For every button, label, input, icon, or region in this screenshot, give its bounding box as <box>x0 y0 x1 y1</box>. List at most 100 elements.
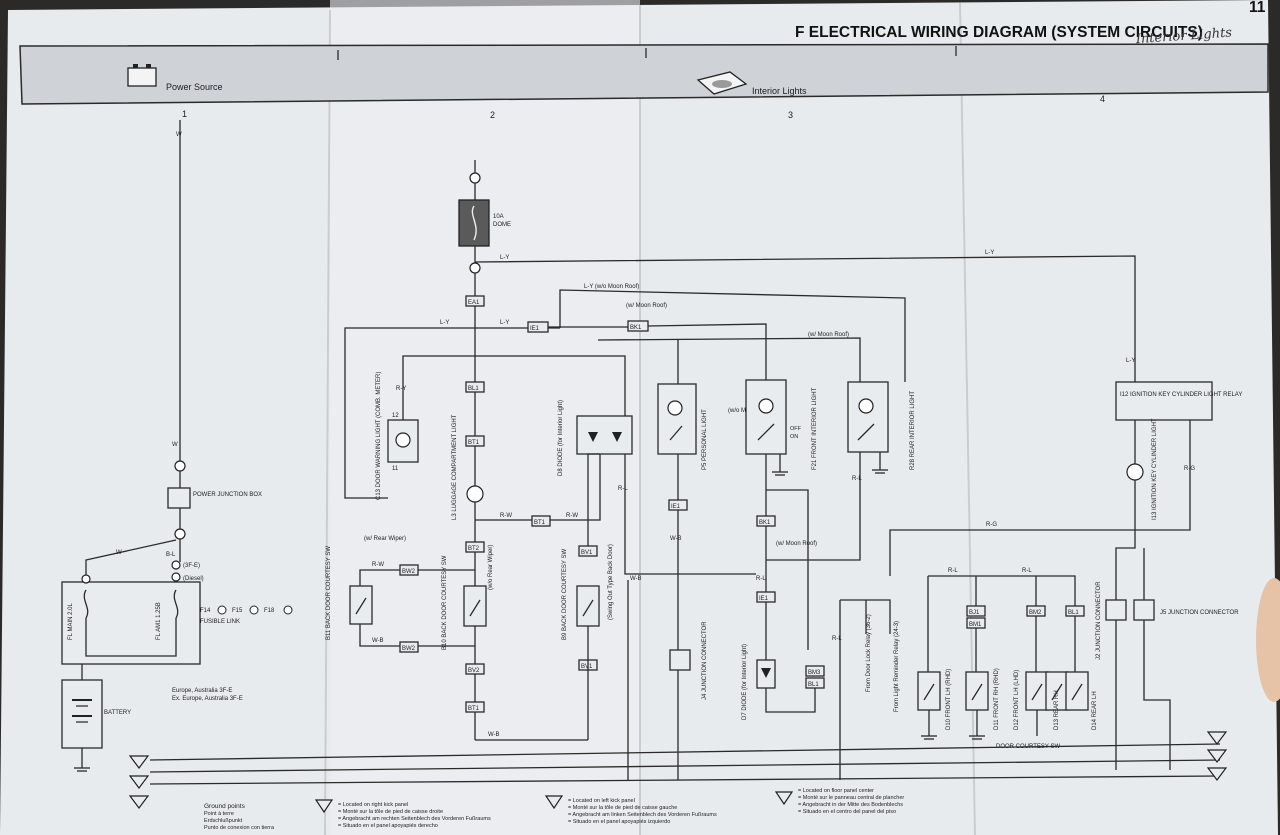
connector-bm3: BM3 <box>808 670 821 676</box>
fl-am1-fuse <box>173 589 179 619</box>
svg-text:= Located on right kick panel: = Located on right kick panel <box>338 802 408 808</box>
svg-text:L-Y: L-Y <box>500 320 509 326</box>
b9-label: B9 BACK DOOR COURTESY SW <box>562 549 568 640</box>
wire-label-wo-moon: L-Y (w/o Moon Roof) <box>584 284 639 290</box>
diagram-title: F ELECTRICAL WIRING DIAGRAM (SYSTEM CIRC… <box>795 24 1203 41</box>
r28-rear-interior-light <box>847 381 889 453</box>
svg-text:BK1: BK1 <box>759 520 771 526</box>
swing-out-note: (Swing Out Type Back Door) <box>608 544 614 620</box>
svg-text:R-L: R-L <box>852 476 862 482</box>
dome-lamp-icon <box>696 71 748 95</box>
svg-text:BL1: BL1 <box>1068 610 1079 616</box>
p5-personal-light <box>657 383 697 455</box>
connector-pin <box>174 460 186 472</box>
svg-text:W: W <box>116 550 122 556</box>
r28-label: R28 REAR INTERIOR LIGHT <box>910 391 916 470</box>
svg-text:12: 12 <box>392 413 399 419</box>
battery-icon <box>127 64 157 87</box>
l3-label: L3 LUGGAGE COMPARTMENT LIGHT <box>452 414 458 520</box>
svg-text:W-B: W-B <box>670 536 682 542</box>
svg-text:= Angebracht am rechten Seiten: = Angebracht am rechten Seitenblech des … <box>338 816 491 822</box>
d13-label: D13 REAR RH <box>1054 690 1060 730</box>
svg-text:= Monté sur la tôle de pied de: = Monté sur la tôle de pied de caisse dr… <box>338 809 443 815</box>
fuse-rating: 10A <box>493 214 504 220</box>
svg-text:R-L: R-L <box>832 636 842 642</box>
svg-text:BL1: BL1 <box>808 682 819 688</box>
j2-label: J2 JUNCTION CONNECTOR <box>1096 581 1102 660</box>
j4-junction-connector <box>669 649 691 671</box>
svg-text:BT1: BT1 <box>468 706 480 712</box>
svg-text:(w/ Moon Roof): (w/ Moon Roof) <box>776 541 817 547</box>
fusible-link-label: FUSIBLE LINK <box>200 619 240 625</box>
svg-text:ON: ON <box>790 434 798 440</box>
column-number-4: 4 <box>1100 94 1105 104</box>
svg-text:L-Y: L-Y <box>1126 358 1135 364</box>
f21-label: F21 FRONT INTERIOR LIGHT <box>812 387 818 470</box>
power-junction-box-label: POWER JUNCTION BOX <box>193 492 262 498</box>
svg-text:R-G: R-G <box>1184 466 1195 472</box>
connector-bj1: BJ1 <box>969 610 980 616</box>
from-door-lock: From Door Lock Relay (36-2) <box>866 614 872 692</box>
interior-lights-label: Interior Lights <box>752 86 807 96</box>
connector-bm2: BM2 <box>1029 610 1042 616</box>
wire-ly-to-relay <box>474 255 1136 382</box>
region-note-1: Europe, Australia 3F-E <box>172 688 232 694</box>
b9-courtesy-sw <box>576 585 600 627</box>
svg-text:= Monté sur la tôle de pied de: = Monté sur la tôle de pied de caisse ga… <box>568 805 677 811</box>
power-junction-box <box>167 487 191 509</box>
engine-note-diesel: (Diesel) <box>183 576 204 582</box>
connector-bw2: BW2 <box>402 569 416 575</box>
i13-key-light <box>1126 463 1144 481</box>
wire-label-w-mid: W <box>172 442 178 448</box>
svg-text:L-Y: L-Y <box>500 255 509 261</box>
svg-text:W-B: W-B <box>630 576 642 582</box>
j5-label: J5 JUNCTION CONNECTOR <box>1160 610 1239 616</box>
d8-diode <box>576 415 633 455</box>
ground-bus-2 <box>149 759 1221 773</box>
d12-switch <box>1025 616 1049 736</box>
svg-text:(w/ Moon Roof): (w/ Moon Roof) <box>808 332 849 338</box>
ground-symbol <box>128 755 150 769</box>
svg-text:R-L: R-L <box>618 486 628 492</box>
d11-label: D11 FRONT RH (RHD) <box>994 668 1000 730</box>
f21-front-interior-light <box>745 379 787 455</box>
connector-ea1: EA1 <box>468 300 480 306</box>
svg-text:R-W: R-W <box>372 562 384 568</box>
svg-text:R-W: R-W <box>500 513 512 519</box>
paper-fold-panel <box>330 0 640 835</box>
battery-label: BATTERY <box>104 710 131 716</box>
svg-text:(w/ Moon Roof): (w/ Moon Roof) <box>626 303 667 309</box>
svg-text:R-L: R-L <box>756 576 766 582</box>
svg-text:BW2: BW2 <box>402 646 416 652</box>
fusible-ref-f14: F14 <box>200 608 211 614</box>
connector-bl1: BL1 <box>468 386 479 392</box>
svg-text:W-B: W-B <box>372 638 384 644</box>
connector-bm1: BM1 <box>969 622 982 628</box>
svg-text:Point à terre: Point à terre <box>204 811 234 817</box>
battery-symbol <box>61 679 103 749</box>
legend-ie: = Located on left kick panel = Monté sur… <box>544 795 717 825</box>
d10-switch <box>917 576 941 740</box>
connector-bt1: BT1 <box>468 440 480 446</box>
svg-text:OFF: OFF <box>790 426 802 432</box>
connector-bv1: BV1 <box>581 550 593 556</box>
l3-luggage-light <box>466 485 484 503</box>
header-band <box>19 43 1269 105</box>
d14-label: D14 REAR LH <box>1092 691 1098 730</box>
fuse-name: DOME <box>493 222 511 228</box>
fl-main-fuse <box>83 589 89 619</box>
svg-text:= Located on left kick panel: = Located on left kick panel <box>568 798 635 804</box>
j5-junction-connector <box>1133 599 1155 621</box>
svg-text:R-Y: R-Y <box>396 386 406 392</box>
svg-text:R-L: R-L <box>948 568 958 574</box>
d7-label: D7 DIODE (for Interior Light) <box>742 644 748 720</box>
j4-label: J4 JUNCTION CONNECTOR <box>702 621 708 700</box>
page-number: 11 <box>1249 0 1266 16</box>
svg-text:IE1: IE1 <box>671 504 681 510</box>
svg-text:= Situado en el centro del pan: = Situado en el centro del panel del pis… <box>798 809 896 815</box>
fusible-ref-f15: F15 <box>232 608 243 614</box>
legend-ig: = Located on right kick panel = Monté su… <box>314 799 491 829</box>
c13-label: C13 DOOR WARNING LIGHT (COMB. METER) <box>376 372 382 500</box>
wire-w-to-main <box>85 539 177 576</box>
